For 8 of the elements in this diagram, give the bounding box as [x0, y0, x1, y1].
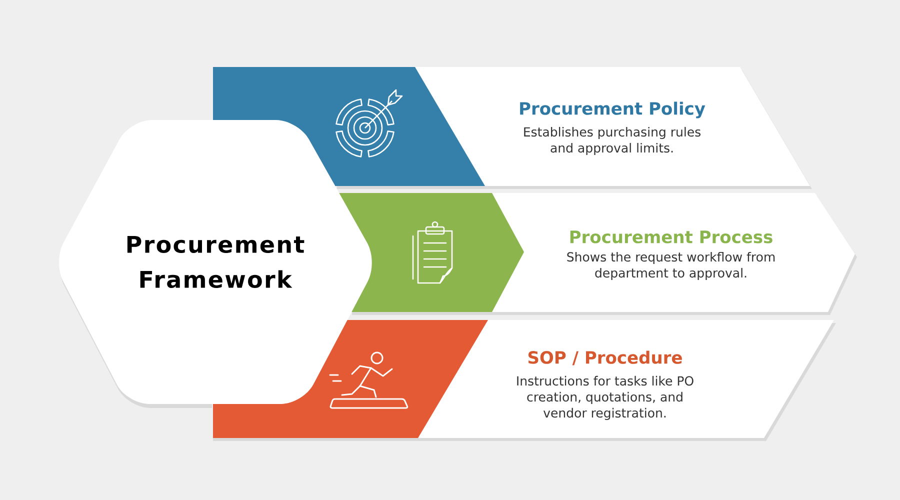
- heading: Procurement Policy: [520, 102, 706, 118]
- hexagon: Procurement Framework: [59, 120, 372, 408]
- description: Instructions for tasks like PO creation, quotations, and vendor registration.: [517, 376, 694, 420]
- description: Shows the request workflow from department to approval.: [567, 252, 775, 280]
- banner: [338, 193, 857, 315]
- description: Establishes purchasing rules and approval limits.: [524, 126, 700, 156]
- heading: SOP / Procedure: [528, 350, 682, 366]
- heading: Procurement Process: [570, 230, 772, 244]
